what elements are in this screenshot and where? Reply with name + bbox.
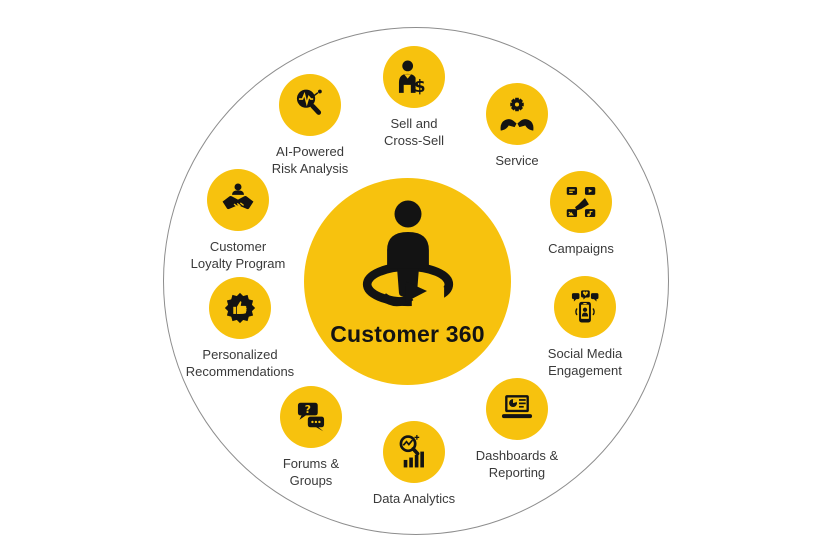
node-personalized-recommendations: Personalized Recommendations: [155, 277, 325, 380]
svg-text:$: $: [414, 77, 426, 96]
node-forums-groups: ? Forums & Groups: [226, 386, 396, 489]
node-label: Data Analytics: [372, 491, 456, 506]
ai-powered-risk-analysis-bubble: [279, 74, 341, 136]
sell-and-cross-sell-bubble: $: [383, 46, 445, 108]
node-service: Service: [432, 83, 602, 169]
laptop-analytics-icon: [501, 395, 533, 419]
node-label: Personalized Recommendations: [185, 347, 295, 379]
node-label: AI-Powered Risk Analysis: [271, 144, 349, 176]
node-label: Customer Loyalty Program: [190, 239, 286, 271]
node-label: Campaigns: [548, 241, 614, 256]
campaigns-bubble: [550, 171, 612, 233]
center-hub: Customer 360: [304, 178, 511, 385]
handshake-person-icon: [222, 183, 254, 210]
magnifier-bar-chart-icon: [399, 434, 424, 468]
customer-loyalty-program-bubble: [207, 169, 269, 231]
node-label: Sell and Cross-Sell: [384, 116, 444, 148]
node-customer-loyalty-program: Customer Loyalty Program: [153, 169, 323, 272]
magnifier-pulse-icon: [296, 89, 322, 115]
person-360-rotation-icon: [362, 200, 453, 307]
thumbs-up-badge-icon: [224, 292, 256, 324]
dashboards-reporting-bubble: [486, 378, 548, 440]
node-label: Service: [495, 153, 539, 168]
node-campaigns: Campaigns: [496, 171, 666, 257]
smartphone-chat-icon: [571, 290, 599, 323]
personalized-recommendations-bubble: [209, 277, 271, 339]
svg-text:?: ?: [305, 403, 311, 416]
node-label: Forums & Groups: [282, 456, 340, 488]
service-bubble: [486, 83, 548, 145]
node-dashboards-reporting: Dashboards & Reporting: [432, 378, 602, 481]
hands-holding-gear-icon: [500, 97, 534, 131]
megaphone-media-grid-icon: [566, 186, 596, 218]
salesperson-dollar-icon: $: [398, 60, 426, 96]
node-ai-powered-risk-analysis: AI-Powered Risk Analysis: [225, 74, 395, 177]
diagram-title: Customer 360: [330, 321, 485, 347]
node-label: Dashboards & Reporting: [475, 448, 559, 480]
discussion-bubbles-icon: ?: [297, 402, 325, 432]
data-analytics-bubble: [383, 421, 445, 483]
node-data-analytics: Data Analytics: [329, 421, 499, 507]
node-label: Social Media Engagement: [547, 346, 623, 378]
social-media-engagement-bubble: [554, 276, 616, 338]
node-social-media-engagement: Social Media Engagement: [500, 276, 670, 379]
node-sell-and-cross-sell: $ Sell and Cross-Sell: [329, 46, 499, 149]
forums-groups-bubble: ?: [280, 386, 342, 448]
